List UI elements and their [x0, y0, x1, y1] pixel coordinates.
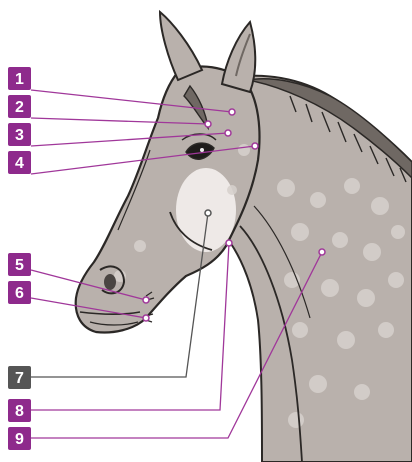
horse-ear-left [160, 12, 202, 80]
badge-label-7: 7 [15, 370, 24, 387]
target-dot-7 [205, 210, 211, 216]
badge-1: 1 [8, 67, 31, 90]
badge-label-1: 1 [15, 71, 24, 88]
badge-label-2: 2 [15, 99, 24, 116]
target-dot-5 [143, 297, 149, 303]
badge-label-5: 5 [15, 257, 24, 274]
badge-9: 9 [8, 427, 31, 450]
badge-6: 6 [8, 281, 31, 304]
target-dot-9 [319, 249, 325, 255]
horse-ear-right [222, 22, 255, 92]
badge-label-9: 9 [15, 431, 24, 448]
target-dot-2 [205, 121, 211, 127]
badge-label-4: 4 [15, 155, 24, 172]
horse-head-illustration [76, 12, 412, 462]
badge-2: 2 [8, 95, 31, 118]
badge-label-8: 8 [15, 403, 24, 420]
target-dot-3 [225, 130, 231, 136]
number-badges: 1 2 3 4 5 6 7 8 [8, 67, 31, 450]
target-dot-8 [226, 240, 232, 246]
badge-8: 8 [8, 399, 31, 422]
badge-5: 5 [8, 253, 31, 276]
target-dot-6 [143, 315, 149, 321]
badge-3: 3 [8, 123, 31, 146]
badge-label-6: 6 [15, 285, 24, 302]
badge-label-3: 3 [15, 127, 24, 144]
target-dot-4 [252, 143, 258, 149]
badge-4: 4 [8, 151, 31, 174]
badge-7: 7 [8, 366, 31, 389]
target-dot-1 [229, 109, 235, 115]
